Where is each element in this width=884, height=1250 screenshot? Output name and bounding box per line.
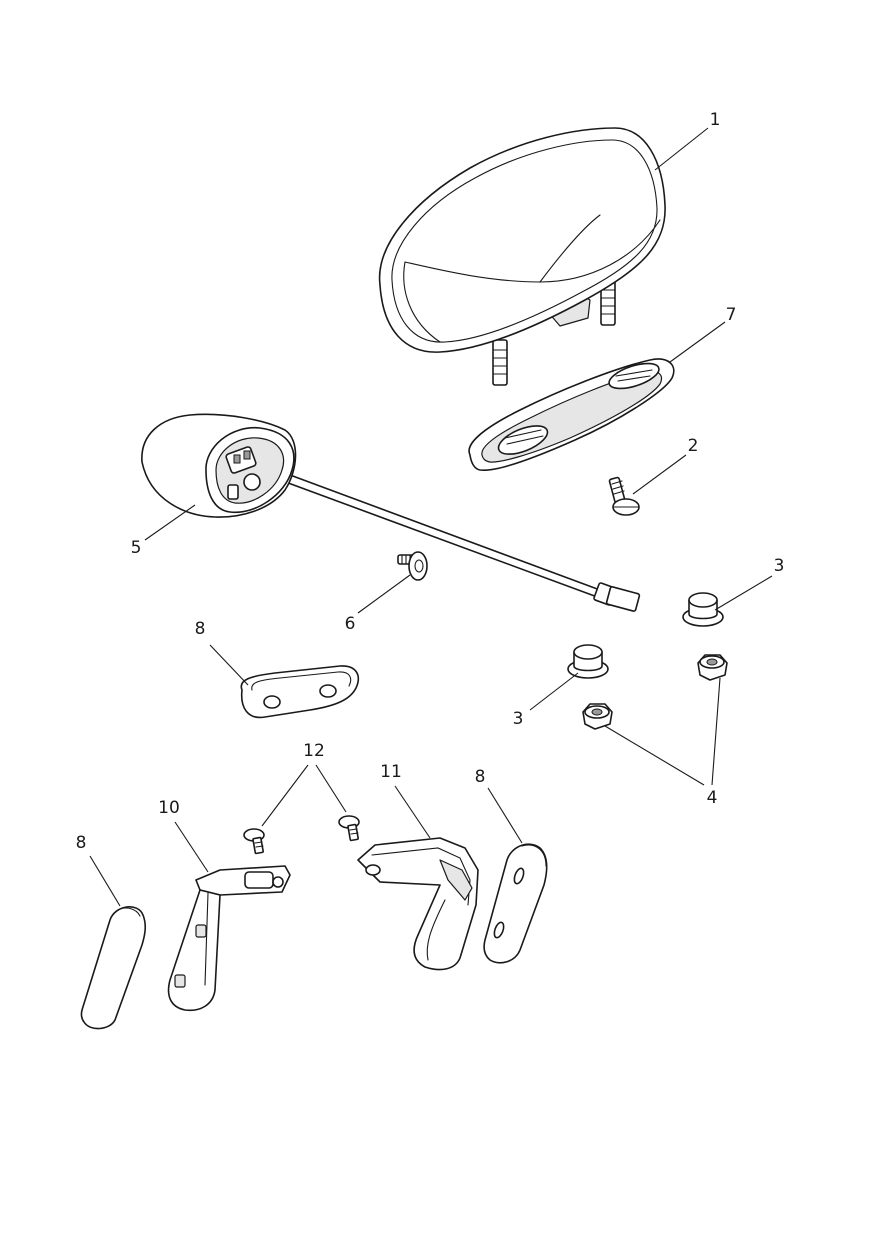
callout-1: 1 (710, 110, 721, 130)
callout-5: 5 (131, 538, 142, 558)
part-3-spacer-lower (567, 644, 609, 679)
callout-8-upper: 8 (195, 619, 206, 639)
callout-6: 6 (345, 614, 356, 634)
part-12-screw-left (243, 828, 265, 855)
part-1-tail-light (378, 127, 666, 386)
callout-12: 12 (303, 741, 325, 761)
part-3-spacer-upper (682, 592, 724, 627)
part-5-plate-light (141, 413, 641, 612)
part-12-screw-right (338, 815, 360, 842)
part-8-gasket-lower-left (80, 906, 147, 1030)
part-6-screw (397, 551, 428, 581)
callout-11: 11 (380, 762, 402, 782)
callout-7: 7 (726, 305, 737, 325)
part-8-gasket-lower-right (483, 843, 548, 964)
callout-labels: 1 2 3 3 4 5 6 7 8 8 8 10 11 12 (76, 110, 785, 853)
callout-3-lower: 3 (513, 709, 524, 729)
part-4-nut-upper (697, 654, 728, 681)
callout-8-left: 8 (76, 833, 87, 853)
part-7-gasket (468, 358, 675, 472)
part-4-nut-lower (582, 703, 613, 730)
part-11-bracket-right (357, 837, 479, 971)
callout-8-right: 8 (475, 767, 486, 787)
callout-2: 2 (688, 436, 699, 456)
leader-lines (89, 127, 773, 907)
callout-10: 10 (158, 798, 180, 818)
part-2-bolt (608, 476, 640, 516)
callout-4: 4 (707, 788, 718, 808)
part-8-gasket-upper (240, 665, 360, 719)
callout-3-upper: 3 (774, 556, 785, 576)
part-10-bracket-left (167, 865, 291, 1012)
